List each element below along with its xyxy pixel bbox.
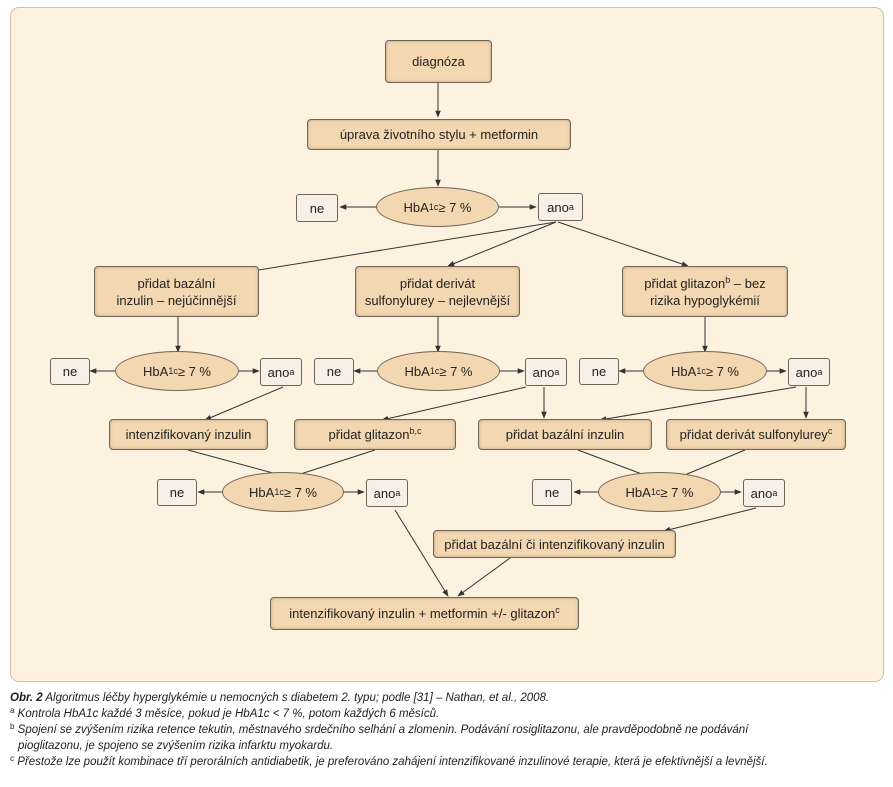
footnote-b: b Spojení se zvýšením rizika retence tek… [10, 722, 749, 737]
arrow-ano-derivat [447, 221, 557, 267]
ne-label: ne [309, 200, 325, 216]
ne-box-2: ne [50, 358, 90, 385]
add-glitazone-box-2: přidat glitazonb,c [294, 419, 456, 450]
ne-box-4: ne [579, 358, 619, 385]
lifestyle-metformin-box: úprava životního stylu + metformin [307, 119, 571, 150]
footnote-b-continuation: pioglitazonu, je spojeno se zvýšením riz… [18, 740, 334, 752]
add-basal-insulin-box-2: přidat bazální inzulin [478, 419, 652, 450]
arrow-pbazalnici-final [457, 557, 511, 597]
arrow-ano5-final [394, 509, 449, 597]
diagnoza-box: diagnóza [385, 40, 492, 83]
arrow-ano2-intenz [204, 386, 284, 421]
caption-text: Algoritmus léčby hyperglykémie u nemocný… [45, 692, 550, 704]
add-basal-or-intensified-insulin-box: přidat bazální či intenzifikovaný inzuli… [433, 530, 676, 558]
final-therapy-box: intenzifikovaný inzulin + metformin +/- … [270, 597, 579, 630]
footnote-c: c Přestože lze použít kombinace tří pero… [10, 754, 768, 769]
figure-caption: Obr. 2 Algoritmus léčby hyperglykémie u … [10, 690, 885, 770]
add-sulfonylurea-box: přidat derivát sulfonylurey – nejlevnějš… [355, 266, 520, 317]
add-sulfonylurea-box-2: přidat derivát sulfonylureyc [666, 419, 846, 450]
add-glitazone-box: přidat glitazonb – bez rizika hypoglykém… [622, 266, 788, 317]
arrow-ano4-pbazalni [599, 386, 797, 422]
arrow-ano3-pglitazon [381, 386, 527, 422]
add-basal-insulin-box: přidat bazální inzulin – nejúčinnější [94, 266, 259, 317]
arrow-ano-bazalni [245, 221, 557, 274]
lifestyle-metformin-label: úprava životního stylu + metformin [339, 127, 539, 142]
footnote-a: a Kontrola HbA1c každé 3 měsíce, pokud j… [10, 706, 440, 721]
intensified-insulin-box: intenzifikovaný inzulin [109, 419, 268, 450]
ne-box-6: ne [532, 479, 572, 506]
caption-figure-number: Obr. 2 [10, 692, 43, 704]
ne-box-5: ne [157, 479, 197, 506]
caption-title-line: Obr. 2 Algoritmus léčby hyperglykémie u … [10, 690, 885, 706]
diagnoza-label: diagnóza [412, 54, 465, 69]
ne-box-3: ne [314, 358, 354, 385]
ne-box-1: ne [296, 194, 338, 222]
arrow-ano-glitazon [557, 221, 689, 267]
arrow-ano6-pbazalnici [663, 507, 757, 533]
